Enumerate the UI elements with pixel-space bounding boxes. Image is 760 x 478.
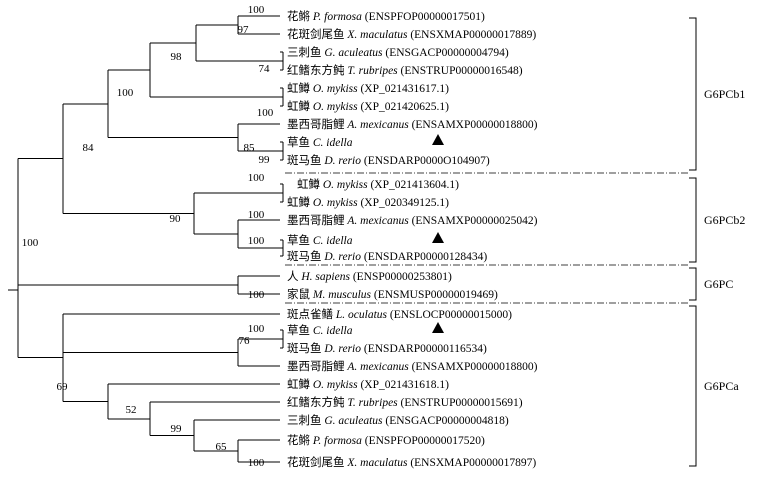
- taxon-label: 虹鳟 O. mykiss (XP_021413604.1): [297, 177, 459, 191]
- taxon-labels: 花鳉 P. formosa (ENSPFOP00000017501) 花斑剑尾鱼 …: [287, 9, 538, 469]
- clade-label: G6PCb2: [704, 213, 745, 227]
- taxon-label: 墨西哥脂鲤 A. mexicanus (ENSAMXP00000025042): [287, 213, 538, 227]
- bootstrap-value: 97: [238, 24, 250, 36]
- bootstrap-value: 85: [244, 142, 256, 154]
- bootstrap-value: 100: [257, 107, 274, 119]
- clade-bracket: [689, 305, 697, 467]
- taxon-label: 墨西哥脂鲤 A. mexicanus (ENSAMXP00000018800): [287, 117, 538, 131]
- taxon-label: 花鳉 P. formosa (ENSPFOP00000017501): [287, 9, 485, 23]
- bootstrap-value: 84: [83, 142, 95, 154]
- taxon-label: 斑马鱼 D. rerio (ENSDARP00000128434): [287, 249, 487, 263]
- taxon-label: 草鱼 C. idella: [287, 135, 353, 149]
- bootstrap-value: 76: [239, 335, 251, 347]
- taxon-label: 虹鳟 O. mykiss (XP_021420625.1): [287, 99, 449, 113]
- bootstrap-value: 100: [248, 323, 265, 335]
- bootstrap-value: 99: [171, 423, 183, 435]
- taxon-label: 虹鳟 O. mykiss (XP_021431618.1): [287, 377, 449, 391]
- bootstrap-value: 100: [248, 172, 265, 184]
- taxon-label: 红鳍东方鲀 T. rubripes (ENSTRUP00000015691): [287, 395, 523, 409]
- taxon-label: 人 H. sapiens (ENSP00000253801): [287, 270, 452, 283]
- taxon-label: 三刺鱼 G. aculeatus (ENSGACP00000004794): [287, 45, 509, 59]
- bootstrap-value: 98: [171, 51, 183, 63]
- bootstrap-value: 100: [248, 457, 265, 469]
- clade-bracket: [689, 177, 697, 263]
- bootstrap-value: 100: [117, 87, 134, 99]
- triangle-marker-icon: [432, 322, 444, 333]
- tree-branches: [8, 15, 284, 463]
- taxon-label: 草鱼 C. idella: [287, 233, 353, 247]
- bootstrap-value: 74: [259, 63, 271, 75]
- taxon-label: 三刺鱼 G. aculeatus (ENSGACP00000004818): [287, 413, 509, 427]
- taxon-label: 虹鳟 O. mykiss (XP_020349125.1): [287, 195, 449, 209]
- clade-bracket: [689, 17, 697, 171]
- bootstrap-value: 65: [216, 441, 228, 453]
- bootstrap-value: 52: [126, 404, 137, 416]
- clade-label: G6PC: [704, 277, 733, 291]
- taxon-label: 虹鳟 O. mykiss (XP_021431617.1): [287, 81, 449, 95]
- bootstrap-value: 100: [248, 4, 265, 16]
- bootstrap-value: 100: [248, 289, 265, 301]
- bootstrap-value: 100: [248, 235, 265, 247]
- bootstrap-value: 99: [259, 154, 271, 166]
- taxon-label: 家鼠 M. musculus (ENSMUSP00000019469): [287, 287, 498, 301]
- taxon-label: 斑点雀鳝 L. oculatus (ENSLOCP00000015000): [287, 307, 512, 321]
- bootstrap-value: 100: [248, 209, 265, 221]
- taxon-label: 草鱼 C. idella: [287, 323, 353, 337]
- taxon-label: 花斑剑尾鱼 X. maculatus (ENSXMAP00000017897): [287, 455, 536, 469]
- clade-brackets: [689, 17, 697, 467]
- clade-separators: [285, 172, 688, 304]
- taxon-label: 斑马鱼 D. rerio (ENSDARP0000O104907): [287, 153, 490, 167]
- triangle-marker-icon: [432, 232, 444, 243]
- clade-label: G6PCb1: [704, 87, 745, 101]
- taxon-label: 墨西哥脂鲤 A. mexicanus (ENSAMXP00000018800): [287, 359, 538, 373]
- taxon-label: 红鳍东方鲀 T. rubripes (ENSTRUP00000016548): [287, 63, 523, 77]
- taxon-label: 花鳉 P. formosa (ENSPFOP00000017520): [287, 433, 485, 447]
- taxon-label: 花斑剑尾鱼 X. maculatus (ENSXMAP00000017889): [287, 27, 536, 41]
- bootstrap-value: 100: [22, 237, 39, 249]
- bootstrap-value: 69: [57, 381, 69, 393]
- taxon-label: 斑马鱼 D. rerio (ENSDARP00000116534): [287, 341, 487, 355]
- clade-bracket: [689, 267, 697, 301]
- triangle-marker-icon: [432, 134, 444, 145]
- clade-label: G6PCa: [704, 379, 739, 393]
- bootstrap-value: 90: [170, 213, 182, 225]
